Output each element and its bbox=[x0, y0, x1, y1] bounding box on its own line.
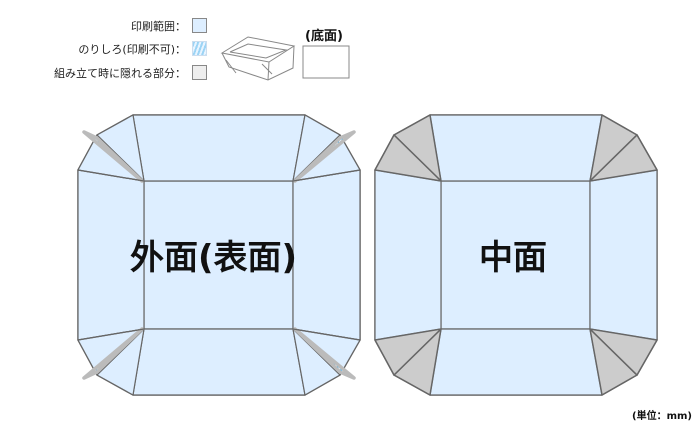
hidden-area bbox=[589, 134, 658, 182]
fold-line bbox=[292, 328, 361, 341]
legend-glue-tab-swatch bbox=[192, 41, 207, 56]
left-flap bbox=[374, 169, 442, 341]
hidden-area bbox=[589, 328, 658, 376]
glue-tab bbox=[293, 327, 356, 380]
glue-tab bbox=[293, 130, 356, 183]
unit-label: (単位：mm) bbox=[632, 411, 692, 422]
right-flap bbox=[292, 169, 361, 341]
top-flap bbox=[132, 114, 306, 182]
bottom-flap bbox=[429, 328, 603, 396]
fold-line bbox=[292, 169, 361, 182]
inner-face-net bbox=[374, 114, 658, 396]
top-flap bbox=[429, 114, 603, 182]
legend-hidden-label: 組み立て時に隠れる部分： bbox=[54, 67, 186, 80]
inner-face-label: 中面 bbox=[479, 238, 547, 278]
legend-hidden-swatch bbox=[192, 65, 207, 80]
outer-face-label: 外面(表面) bbox=[130, 238, 298, 278]
bottom-face-label: (底面) bbox=[305, 29, 343, 44]
glue-tab bbox=[82, 130, 144, 183]
fold-line bbox=[77, 169, 145, 182]
bottom-face-box bbox=[302, 45, 350, 79]
legend-print-area-label: 印刷範囲： bbox=[131, 20, 186, 33]
legend-print-area-swatch bbox=[192, 18, 207, 33]
glue-tab bbox=[82, 327, 144, 380]
fold-line bbox=[77, 328, 145, 341]
bottom-flap bbox=[132, 328, 306, 396]
hidden-area bbox=[374, 134, 442, 182]
right-flap bbox=[589, 169, 658, 341]
box-icon bbox=[220, 36, 296, 81]
hidden-area bbox=[374, 328, 442, 376]
outer-face-net bbox=[77, 114, 361, 396]
legend-glue-tab-label: のりしろ(印刷不可)： bbox=[78, 43, 186, 56]
